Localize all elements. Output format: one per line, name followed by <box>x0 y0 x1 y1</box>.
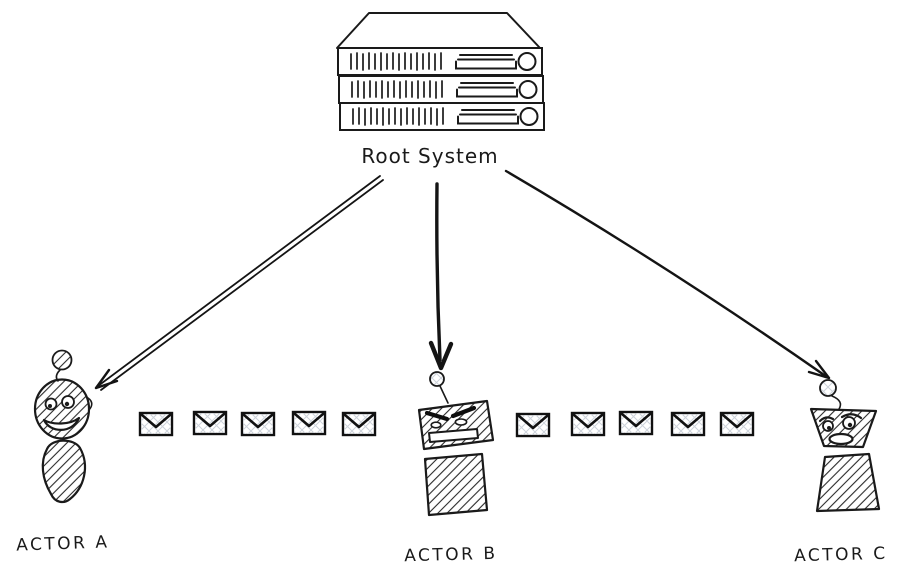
envelope-icon <box>719 411 755 437</box>
actor-pupil <box>64 401 70 407</box>
arrow-root-to-actor-c <box>504 169 831 380</box>
envelope-icon <box>341 411 377 437</box>
envelope-icon <box>618 410 654 436</box>
actor-eye <box>454 418 468 426</box>
message-queue-a-b <box>138 410 377 437</box>
actor-a-label: ACTOR A <box>16 532 110 555</box>
actor-mouth <box>828 432 854 446</box>
actor-eye <box>61 395 75 409</box>
actor-b-label: ACTOR B <box>404 544 498 566</box>
antenna-stem <box>439 385 449 404</box>
envelope-icon <box>570 411 606 437</box>
actor-eyebrow <box>818 416 835 423</box>
actor-mouth <box>42 416 81 431</box>
actor-a-figure <box>33 349 93 504</box>
actor-pupil <box>847 422 853 428</box>
actor-pupil <box>48 404 52 408</box>
antenna-stem <box>831 395 842 410</box>
actor-eye <box>430 421 442 429</box>
actor-eyebrow <box>840 413 863 420</box>
arrow-root-to-actor-a <box>94 175 384 391</box>
arrow-root-to-actor-b <box>428 182 454 371</box>
envelope-icon <box>291 410 327 436</box>
actor-ear <box>87 397 93 411</box>
actor-eye <box>842 416 856 430</box>
envelope-icon <box>515 412 551 438</box>
actor-body <box>41 439 87 504</box>
actor-c-figure <box>809 379 881 513</box>
envelope-icon <box>192 410 228 436</box>
actor-c-label: ACTOR C <box>794 544 888 566</box>
actor-b-figure <box>417 371 495 517</box>
antenna-ball <box>819 379 837 397</box>
server-rack-icon <box>336 12 545 131</box>
envelope-icon <box>138 411 174 437</box>
actor-eye <box>44 397 58 411</box>
message-queue-b-c <box>515 410 755 438</box>
actor-body <box>423 452 489 517</box>
actor-pupil <box>827 426 831 430</box>
antenna-ball <box>429 371 445 387</box>
actor-body <box>815 452 881 513</box>
envelope-icon <box>240 411 276 437</box>
root-system-label: Root System <box>361 144 498 168</box>
envelope-icon <box>670 411 706 437</box>
actor-eyebrow <box>424 410 450 422</box>
actor-mouth <box>428 428 479 443</box>
actor-eyebrow <box>450 405 477 419</box>
antenna-ball <box>51 349 73 371</box>
